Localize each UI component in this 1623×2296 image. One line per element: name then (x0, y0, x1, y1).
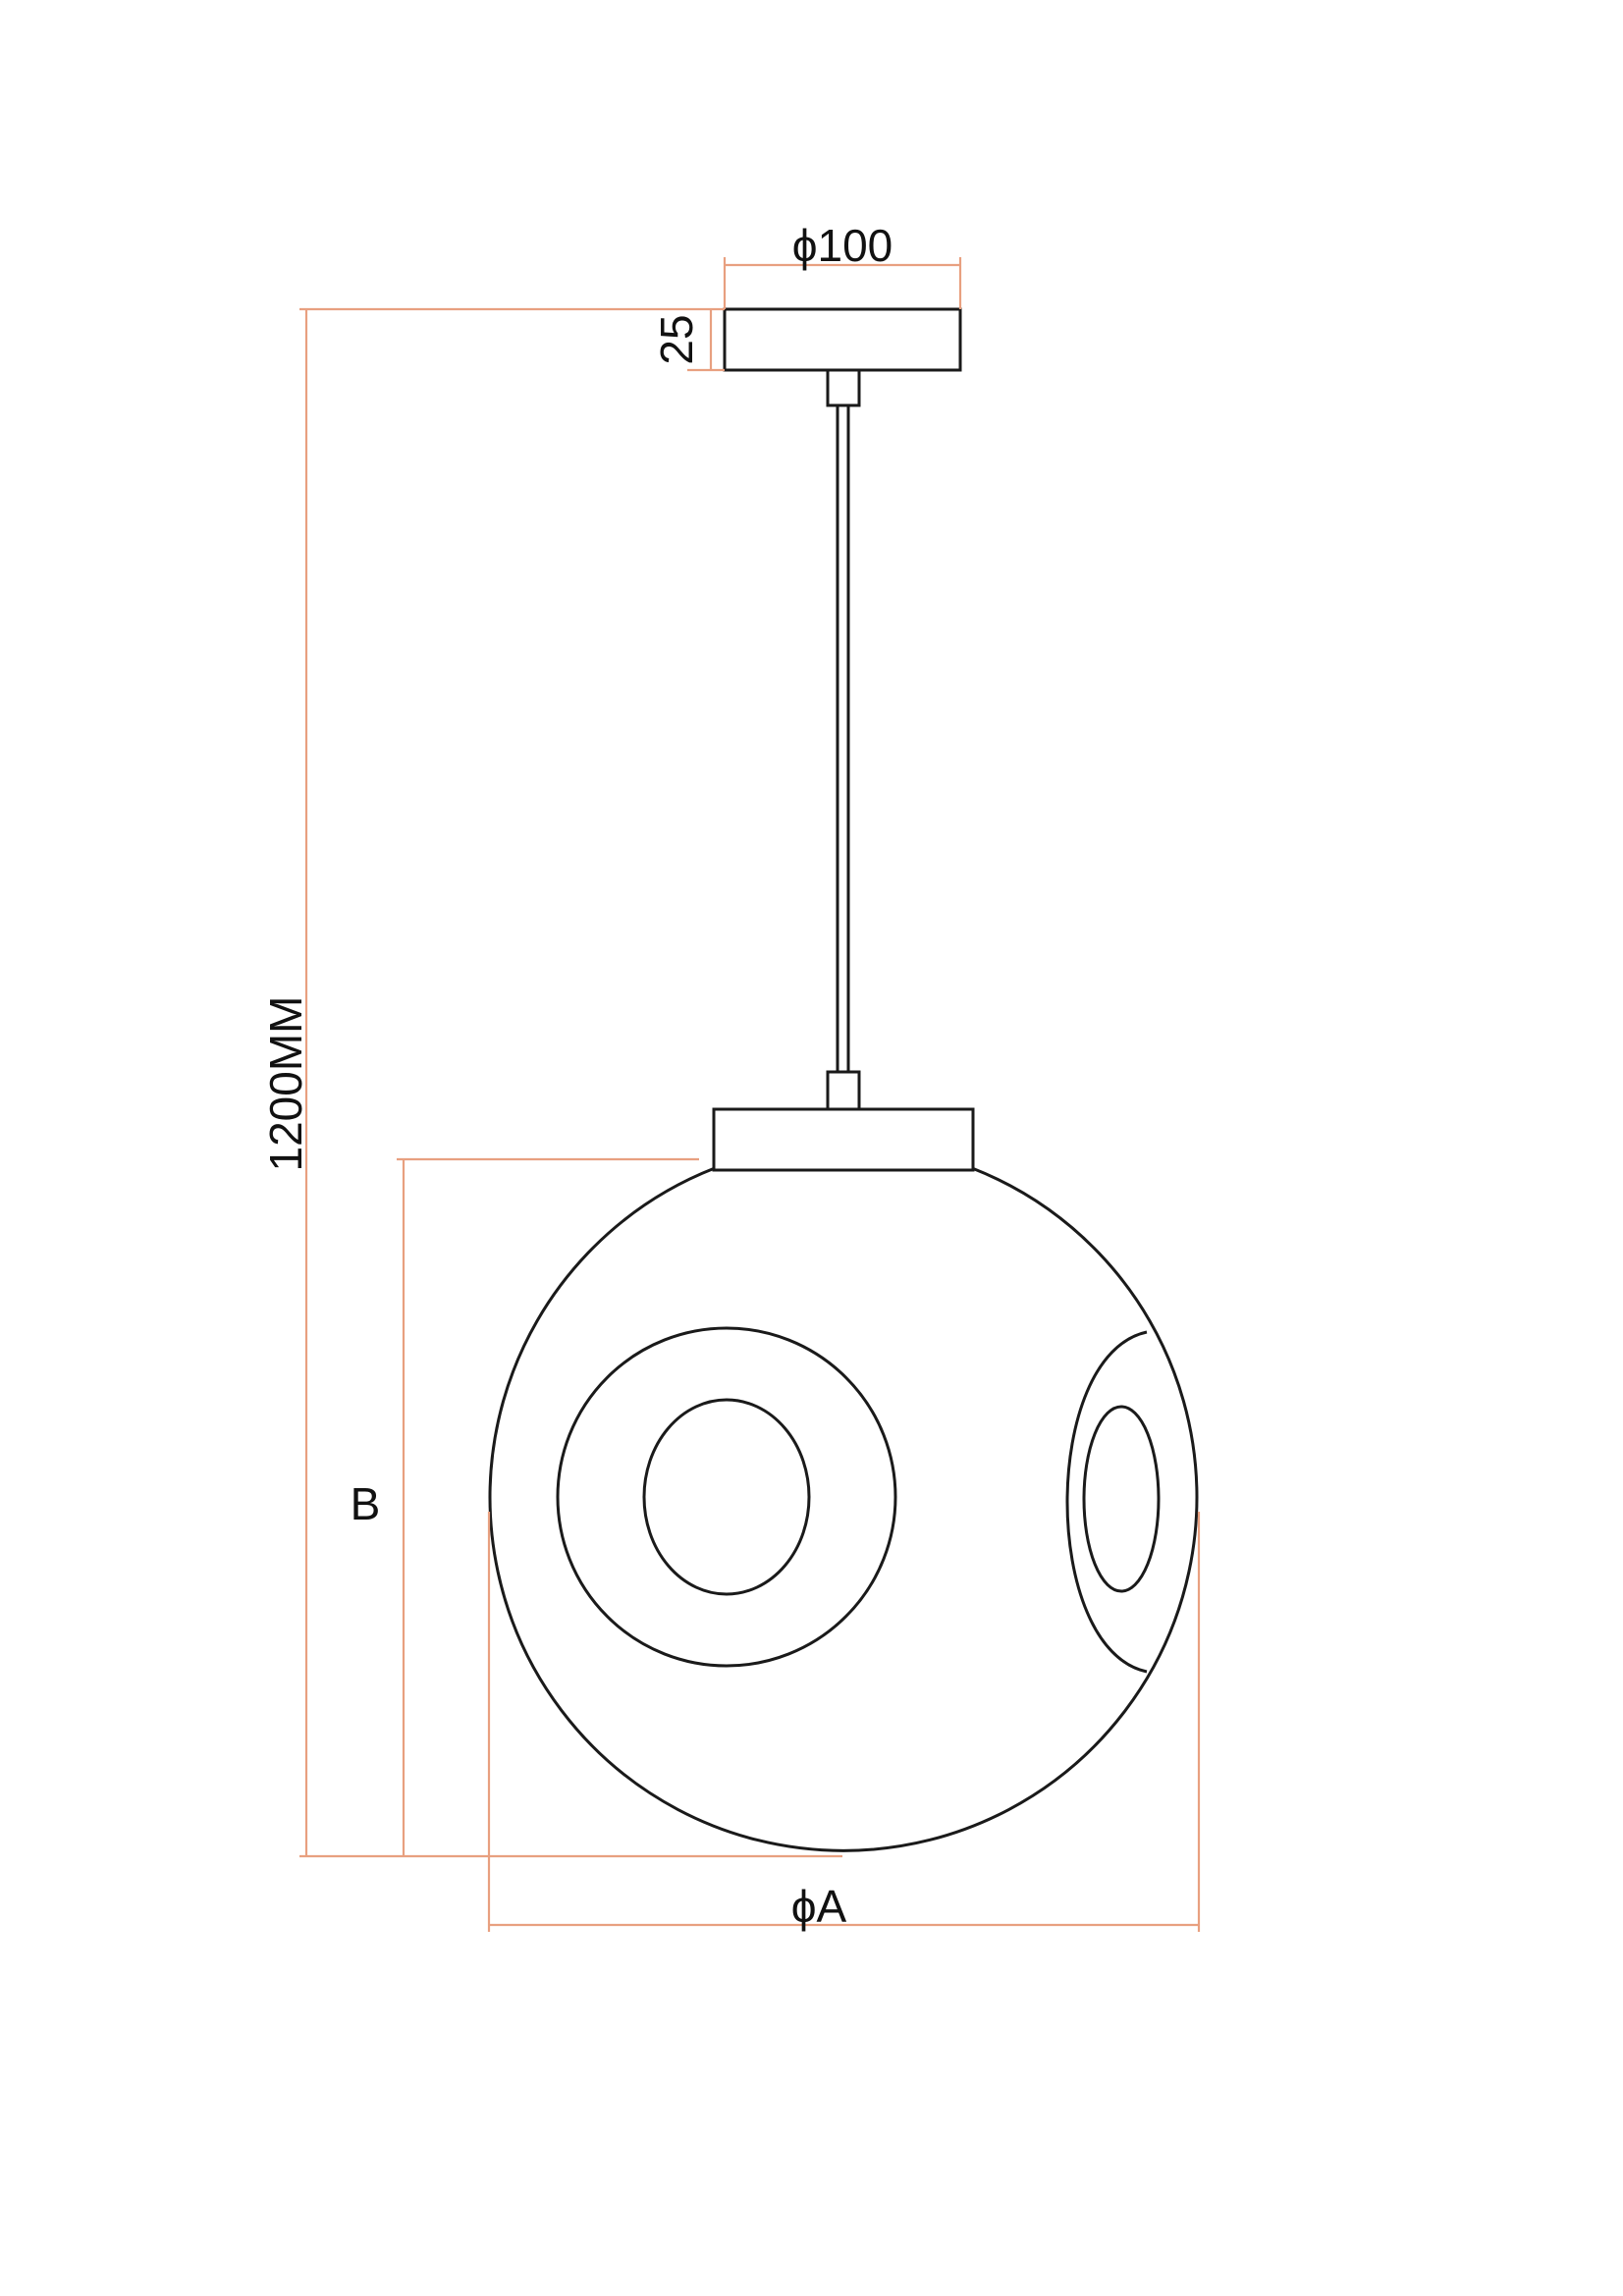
dimension-lines (299, 257, 1201, 1932)
dimension-labels: ϕ100 25 1200MM B ϕA (260, 220, 893, 1932)
right-dimple-inner (1082, 1405, 1161, 1593)
shade-collar (712, 1107, 975, 1172)
overall-height-label: 1200MM (260, 996, 311, 1172)
glass-globe (488, 1166, 1199, 1852)
shade-height-label: B (351, 1478, 381, 1529)
right-dimple-outer (1065, 1330, 1148, 1674)
canopy-diameter-label: ϕ100 (792, 220, 893, 271)
canopy-height-label: 25 (651, 314, 702, 364)
left-dimple-outer (556, 1326, 897, 1668)
shade-connector (826, 1070, 861, 1111)
shade-diameter-label: ϕA (791, 1881, 847, 1932)
left-dimple-inner (642, 1398, 811, 1596)
ceiling-canopy (723, 307, 962, 372)
canopy-connector (826, 368, 861, 407)
lamp-outline (488, 307, 1199, 1852)
